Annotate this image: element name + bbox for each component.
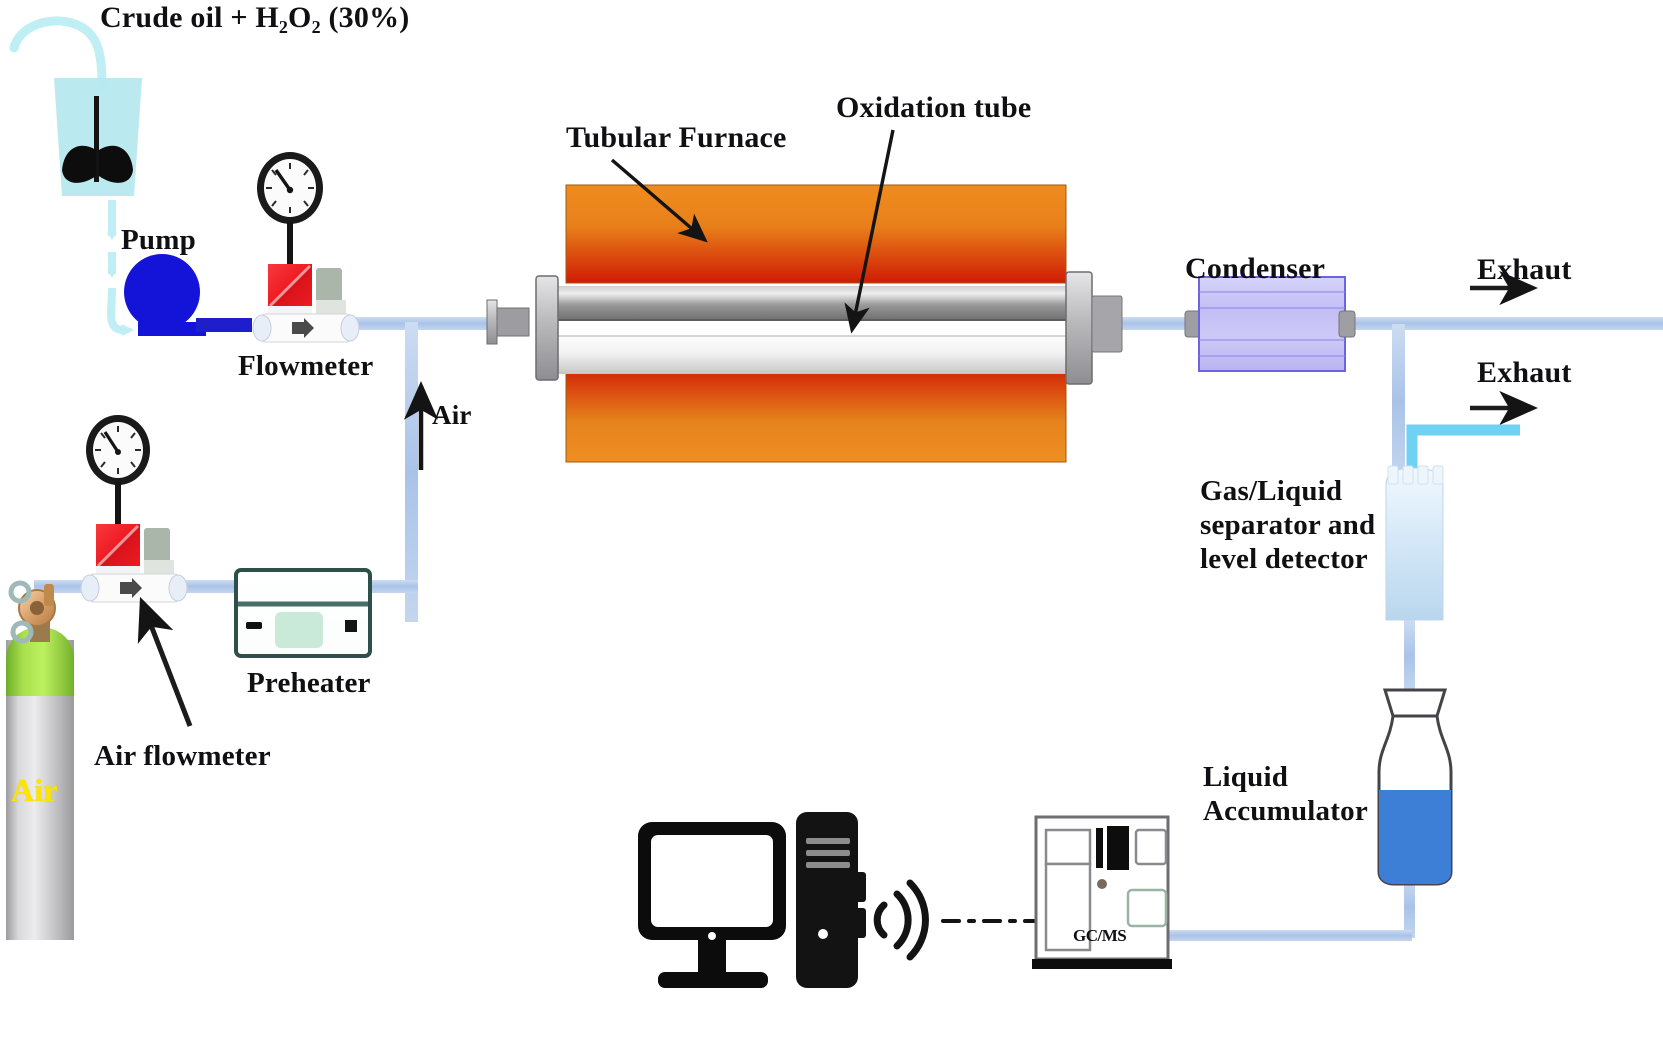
separator-vent-line	[1406, 424, 1520, 470]
gcms-analyzer	[1032, 815, 1172, 969]
preheater-label: Preheater	[247, 667, 371, 699]
computer-monitor	[638, 822, 786, 988]
pump-label: Pump	[121, 224, 196, 256]
tubular-furnace	[565, 184, 1067, 463]
oxidation-tube-leader	[844, 129, 895, 334]
liquid-accumulator	[1377, 688, 1453, 886]
preheater	[234, 568, 372, 658]
exhaust-top-label: Exhaut	[1477, 253, 1572, 286]
feed-label: Crude oil + H₂O₂ (30%)	[100, 1, 410, 34]
oxidation-tube	[486, 271, 1123, 385]
feed-tubing	[9, 16, 134, 336]
gcms-label: GC/MS	[1073, 926, 1127, 945]
air-flowmeter	[80, 415, 188, 603]
air-stream-label: Air	[432, 400, 472, 430]
flowmeter-label: Flowmeter	[238, 350, 374, 382]
air-flowmeter-label: Air flowmeter	[94, 740, 271, 772]
stirred-feed-beaker	[54, 78, 142, 196]
tubular-furnace-leader	[610, 158, 708, 243]
condenser	[1184, 276, 1356, 372]
tubular-furnace-label: Tubular Furnace	[566, 121, 787, 154]
computer-tower	[796, 812, 866, 988]
wifi-icon	[873, 879, 929, 961]
exhaust-bottom-label: Exhaut	[1477, 356, 1572, 389]
separator-label: Gas/Liquid separator and level detector	[1200, 475, 1376, 576]
air-cylinder	[6, 580, 74, 940]
accumulator-label: Liquid Accumulator	[1203, 761, 1368, 828]
gas-liquid-separator	[1385, 465, 1444, 621]
air-flowmeter-pointer	[137, 596, 193, 727]
oxidation-tube-label: Oxidation tube	[836, 91, 1032, 124]
condenser-label: Condenser	[1185, 252, 1326, 285]
dosing-pump	[124, 254, 252, 336]
liquid-flowmeter	[252, 152, 360, 343]
air-cylinder-label: Air	[11, 772, 58, 808]
